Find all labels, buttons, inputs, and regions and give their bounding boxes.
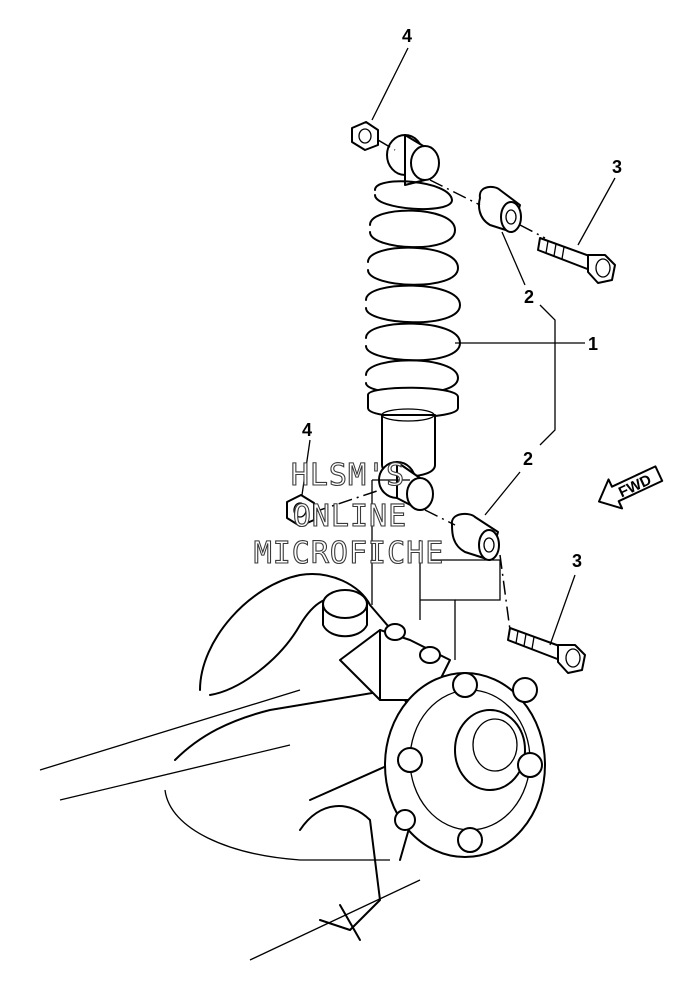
watermark: HLSM'S ONLINE MICROFICHE (253, 457, 445, 571)
nut-upper (351, 121, 379, 151)
callout-2-lower: 2 (523, 449, 533, 469)
fwd-direction-arrow: FWD (597, 465, 664, 510)
watermark-line-1: HLSM'S (291, 458, 405, 493)
callout-2-upper: 2 (524, 287, 534, 307)
bushing-lower (450, 512, 500, 561)
shock-absorber (365, 134, 461, 511)
bolt-lower (507, 627, 586, 674)
nut-lower (286, 494, 315, 527)
leader-lines (301, 47, 616, 646)
callout-labels: 1 2 2 3 3 4 4 (302, 26, 622, 571)
callout-3-upper: 3 (612, 157, 622, 177)
assembly-centerlines (313, 139, 546, 660)
watermark-line-2: ONLINE (293, 499, 407, 534)
callout-4-lower: 4 (302, 420, 312, 440)
callout-1: 1 (588, 334, 598, 354)
bushing-upper (478, 185, 522, 233)
callout-4-upper: 4 (402, 26, 412, 46)
callout-3-lower: 3 (572, 551, 582, 571)
rear-axle-housing (39, 573, 546, 961)
watermark-line-3: MICROFICHE (254, 536, 445, 571)
bolt-upper (537, 237, 616, 284)
